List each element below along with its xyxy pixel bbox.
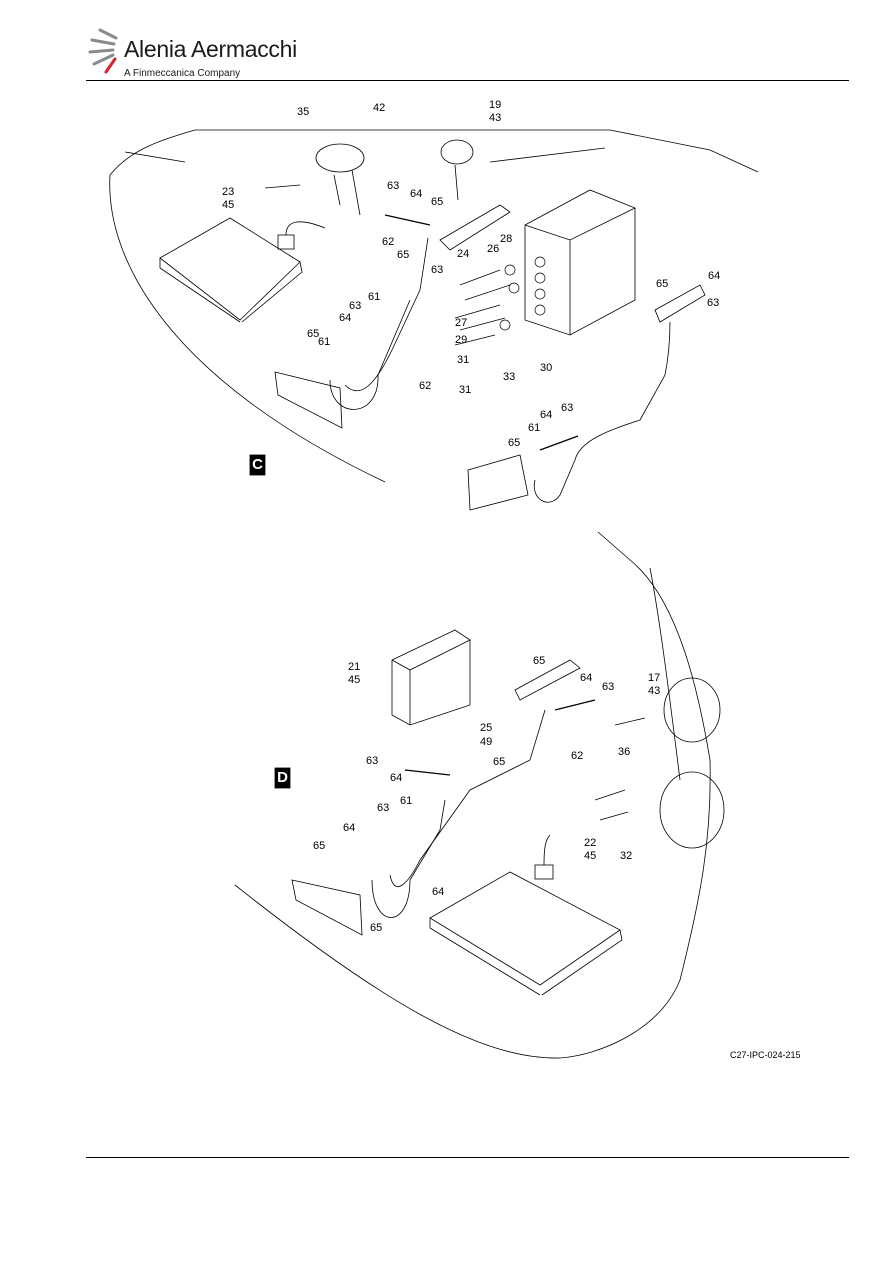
- callout: 65: [493, 756, 506, 768]
- callout: 64: [390, 772, 403, 784]
- callout: 62: [571, 750, 584, 762]
- fuselage-outline-c: [109, 174, 386, 483]
- callout: 65: [313, 840, 326, 852]
- callout: 65: [431, 196, 444, 208]
- callout: 42: [373, 102, 386, 114]
- callout: 65: [656, 278, 669, 290]
- callout: 28: [500, 233, 513, 245]
- header-rule: [86, 80, 849, 81]
- view-c-label: C: [250, 455, 265, 475]
- callout: 64: [432, 886, 445, 898]
- callout: 32: [620, 850, 633, 862]
- callout: 65: [533, 655, 546, 667]
- figure-reference: C27-IPC-024-215: [730, 1050, 801, 1060]
- callout: 61: [400, 795, 413, 807]
- callout: 65: [370, 922, 383, 934]
- footer-rule: [86, 1157, 849, 1158]
- brand-tagline: A Finmeccanica Company: [124, 68, 241, 79]
- callout: 63: [349, 300, 362, 312]
- callout: 43: [489, 112, 502, 124]
- callout: 21: [348, 661, 361, 673]
- logo-mark-icon: [88, 28, 118, 74]
- callout: 62: [382, 236, 395, 248]
- callout: 33: [503, 371, 516, 383]
- callout: 64: [343, 822, 356, 834]
- callout: 23: [222, 186, 235, 198]
- callout: 64: [410, 188, 423, 200]
- callout: 62: [419, 380, 432, 392]
- callout: 64: [540, 409, 553, 421]
- callout: 43: [648, 685, 661, 697]
- callout: 63: [366, 755, 379, 767]
- callout: 64: [708, 270, 721, 282]
- callout: 31: [459, 384, 472, 396]
- callout: 63: [387, 180, 400, 192]
- fuselage-outline-d: [234, 531, 711, 1059]
- callout: 63: [377, 802, 390, 814]
- callout: 22: [584, 837, 597, 849]
- callout: 65: [508, 437, 521, 449]
- callout: 31: [457, 354, 470, 366]
- callout: 25: [480, 722, 493, 734]
- callout: 65: [307, 328, 320, 340]
- callout: 17: [648, 672, 661, 684]
- callout: 61: [318, 336, 331, 348]
- callout: 45: [348, 674, 361, 686]
- callout: 63: [602, 681, 615, 693]
- callout: 36: [618, 746, 631, 758]
- callout: 45: [584, 850, 597, 862]
- callout: 61: [528, 422, 541, 434]
- callout: 30: [540, 362, 553, 374]
- callout: 29: [455, 334, 468, 346]
- callout: 19: [489, 99, 502, 111]
- callout: 24: [457, 248, 470, 260]
- callout: 64: [580, 672, 593, 684]
- callout: 49: [480, 736, 493, 748]
- callout: 64: [339, 312, 352, 324]
- callout: 63: [561, 402, 574, 414]
- callout: 27: [455, 317, 468, 329]
- callout: 26: [487, 243, 500, 255]
- brand-name: Alenia Aermacchi: [124, 36, 297, 62]
- callout: 63: [707, 297, 720, 309]
- view-d-label: D: [275, 768, 290, 788]
- callout: 35: [297, 106, 310, 118]
- company-logo: Alenia Aermacchi A Finmeccanica Company: [86, 22, 306, 82]
- callout: 45: [222, 199, 235, 211]
- callout: 65: [397, 249, 410, 261]
- callout: 61: [368, 291, 381, 303]
- callout: 63: [431, 264, 444, 276]
